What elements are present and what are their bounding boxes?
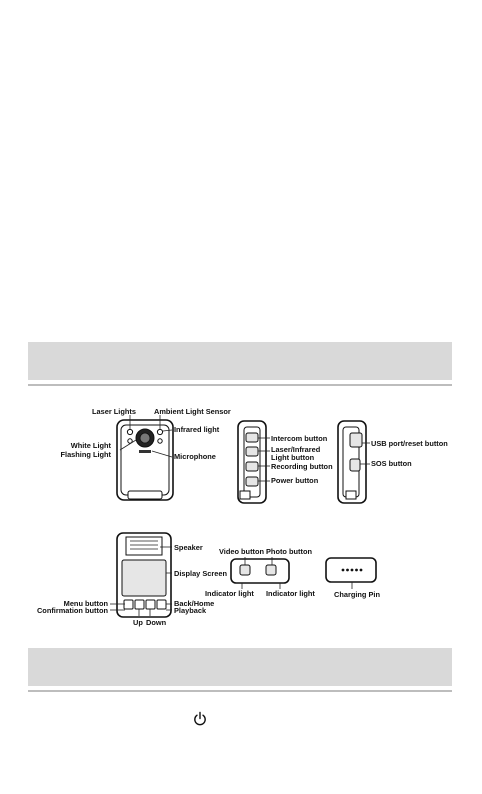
camera-parts-diagram: Laser Lights Ambient Light Sensor Infrar… bbox=[37, 407, 448, 627]
label-back-home: Back/Home bbox=[174, 599, 214, 608]
label-flashing-light: Flashing Light bbox=[61, 450, 112, 459]
label-display-screen: Display Screen bbox=[174, 569, 227, 578]
power-icon bbox=[194, 711, 206, 726]
label-playback: Playback bbox=[174, 606, 207, 615]
section-divider bbox=[28, 690, 452, 692]
section-divider bbox=[28, 384, 452, 386]
label-indicator-light-right: Indicator light bbox=[266, 589, 315, 598]
side-view-right bbox=[337, 420, 370, 504]
label-confirmation-button: Confirmation button bbox=[37, 606, 109, 615]
front-view bbox=[116, 415, 174, 501]
side-view-left bbox=[237, 420, 270, 504]
label-photo-button: Photo button bbox=[266, 547, 312, 556]
top-view bbox=[230, 557, 290, 589]
label-speaker: Speaker bbox=[174, 543, 203, 552]
label-up: Up bbox=[133, 618, 143, 627]
label-ambient-light-sensor: Ambient Light Sensor bbox=[154, 407, 231, 416]
label-white-light: White Light bbox=[71, 441, 112, 450]
back-view bbox=[110, 532, 172, 618]
label-menu-button: Menu button bbox=[64, 599, 109, 608]
label-indicator-light-left: Indicator light bbox=[205, 589, 254, 598]
section-header-band bbox=[28, 648, 452, 686]
label-sos-button: SOS button bbox=[371, 459, 412, 468]
bottom-view bbox=[325, 557, 377, 589]
label-laser-infrared: Laser/Infrared bbox=[271, 445, 321, 454]
label-light-button: Light button bbox=[271, 453, 315, 462]
label-infrared-light: Infrared light bbox=[174, 425, 220, 434]
label-intercom-button: Intercom button bbox=[271, 434, 328, 443]
section-header-band bbox=[28, 342, 452, 380]
label-laser-lights: Laser Lights bbox=[92, 407, 136, 416]
label-video-button: Video button bbox=[219, 547, 265, 556]
label-charging-pin: Charging Pin bbox=[334, 590, 380, 599]
label-down: Down bbox=[146, 618, 167, 627]
label-microphone: Microphone bbox=[174, 452, 216, 461]
label-recording-button: Recording button bbox=[271, 462, 333, 471]
label-power-button: Power button bbox=[271, 476, 319, 485]
label-usb-port-reset-button: USB port/reset button bbox=[371, 439, 448, 448]
